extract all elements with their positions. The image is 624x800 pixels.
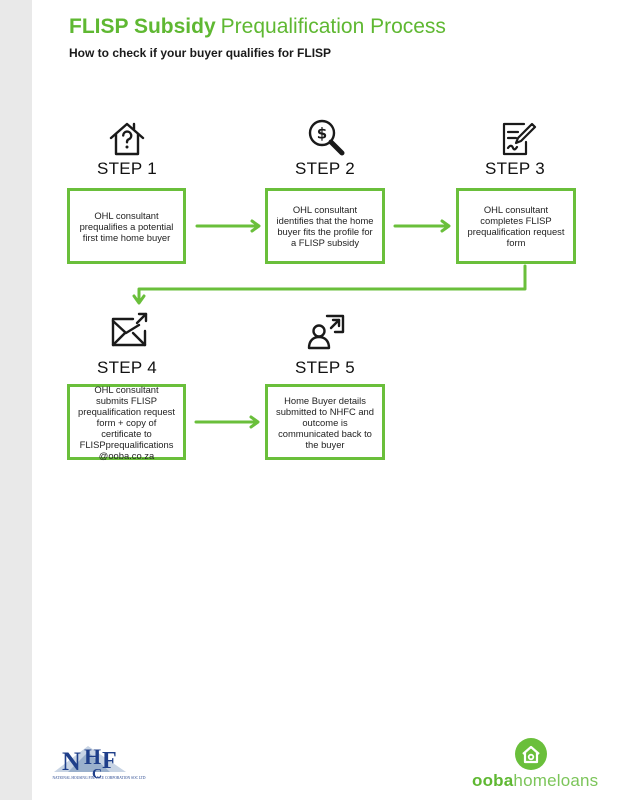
svg-text:F: F	[102, 748, 117, 774]
document-pen-icon	[502, 122, 537, 156]
svg-text:$: $	[317, 125, 327, 143]
step-2-label: STEP 2	[294, 159, 356, 178]
step-2-box: OHL consultant identifies that the home …	[265, 188, 385, 264]
ooba-home-icon	[515, 738, 547, 770]
arrow-step2-to-step3	[393, 219, 451, 233]
ooba-wordmark-strong: ooba	[472, 771, 514, 790]
step-3-box: OHL consultant completes FLISP prequalif…	[456, 188, 576, 264]
step-3-label: STEP 3	[484, 159, 546, 178]
user-arrow-icon	[307, 314, 345, 350]
svg-text:N: N	[62, 747, 81, 776]
step-1-text: OHL consultant prequalifies a potential …	[79, 209, 174, 243]
step-4-label: STEP 4	[96, 358, 158, 377]
step-5-text: Home Buyer details submitted to NHFC and…	[276, 394, 374, 450]
page-subtitle: How to check if your buyer qualifies for…	[69, 46, 332, 60]
house-question-icon	[109, 122, 145, 156]
mail-send-icon	[111, 312, 148, 347]
svg-text:H: H	[84, 744, 101, 769]
step-4-box: OHL consultant submits FLISP prequalific…	[67, 383, 186, 461]
arrow-step4-to-step5	[194, 415, 260, 429]
step-4-text: OHL consultant submits FLISP prequalific…	[78, 383, 175, 461]
nhfc-logo: N H F C	[54, 744, 126, 778]
arrow-step3-to-step4	[132, 264, 527, 305]
step-1-box: OHL consultant prequalifies a potential …	[67, 188, 186, 264]
step-5-box: Home Buyer details submitted to NHFC and…	[265, 384, 385, 460]
step-2-text: OHL consultant identifies that the home …	[276, 204, 374, 248]
ooba-wordmark-light: homeloans	[513, 771, 599, 790]
step-3-text: OHL consultant completes FLISP prequalif…	[467, 204, 565, 248]
nhfc-caption: NATIONAL HOUSING FINANCE CORPORATION SOC…	[52, 776, 146, 780]
step-1-label: STEP 1	[96, 159, 158, 178]
title-light: Prequalification Process	[220, 15, 446, 38]
money-search-icon: $	[308, 119, 345, 156]
arrow-step1-to-step2	[195, 219, 261, 233]
title-bold: FLISP Subsidy	[69, 15, 216, 38]
step-5-label: STEP 5	[294, 358, 356, 377]
svg-text:C: C	[92, 767, 102, 778]
ooba-wordmark: oobahomeloans	[472, 771, 598, 791]
